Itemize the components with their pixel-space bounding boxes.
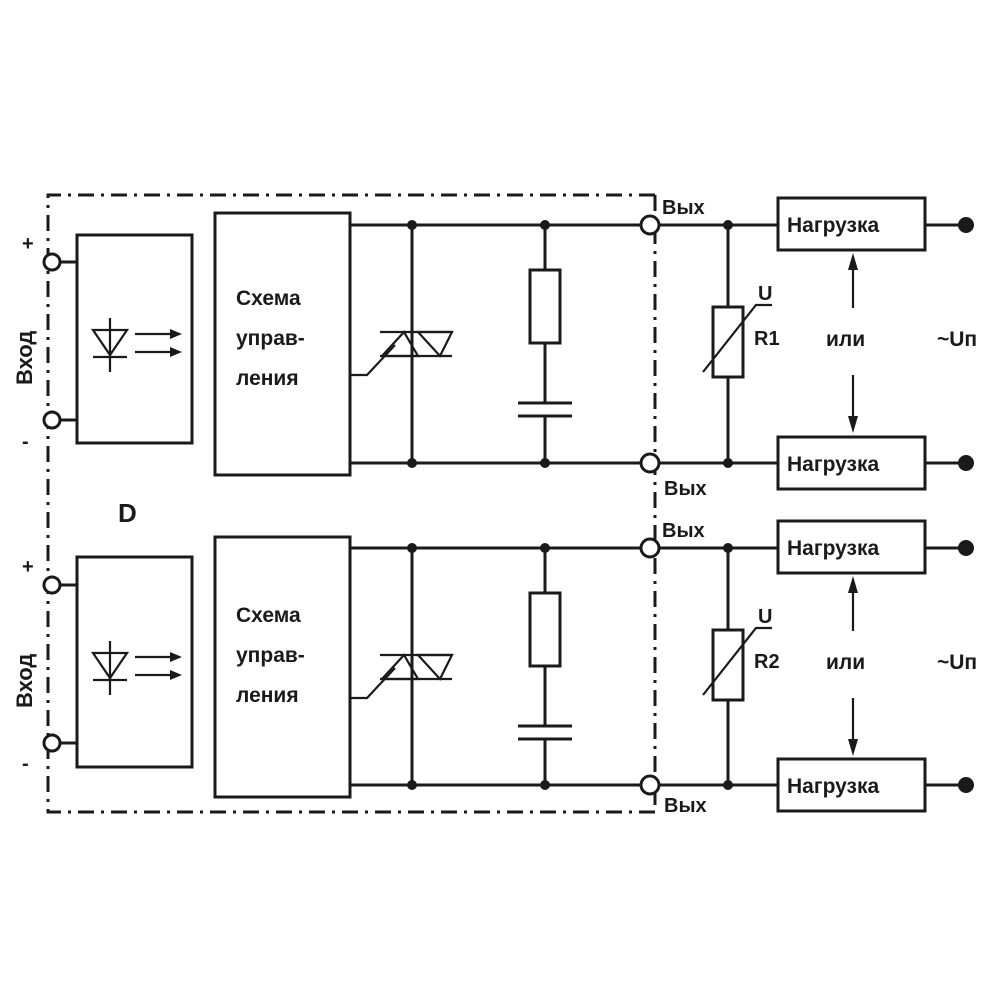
led-icon — [90, 641, 182, 695]
input-plus-terminal — [42, 252, 62, 272]
snubber — [518, 543, 572, 790]
varistor-label: R2 — [754, 651, 780, 673]
output-label-top: Вых — [662, 197, 705, 219]
led-icon — [90, 318, 182, 372]
triac-icon — [350, 543, 454, 790]
input-plus: + — [22, 556, 34, 578]
device-label: D — [118, 498, 137, 528]
varistor-u-label: U — [758, 283, 772, 305]
supply-terminal-bottom — [958, 777, 974, 793]
triac-icon — [350, 220, 454, 468]
input-plus: + — [22, 233, 34, 255]
control-block — [213, 211, 352, 477]
or-label: или — [826, 328, 865, 351]
varistor-label: R1 — [754, 328, 780, 350]
supply-label: ~Uп — [937, 651, 977, 674]
control-block-line-1: Схема — [236, 287, 301, 310]
output-terminal-bottom — [639, 452, 661, 474]
supply-terminal-top — [958, 540, 974, 556]
arrow-up-icon — [848, 253, 858, 308]
output-label-top: Вых — [662, 520, 705, 542]
optocoupler-box — [75, 233, 194, 445]
snubber — [518, 220, 572, 468]
control-block-line-2: управ- — [236, 327, 305, 350]
input-minus-terminal — [42, 733, 62, 753]
control-block-line-3: ления — [236, 367, 299, 390]
control-block — [213, 535, 352, 799]
output-terminal-top — [639, 537, 661, 559]
load-label-top: Нагрузка — [787, 537, 879, 560]
input-label: Вход — [12, 331, 37, 385]
load-label-bottom: Нагрузка — [787, 453, 879, 476]
load-box-bottom — [776, 435, 927, 491]
or-label: или — [826, 651, 865, 674]
load-label-bottom: Нагрузка — [787, 775, 879, 798]
input-plus-terminal — [42, 575, 62, 595]
arrow-down-icon — [848, 698, 858, 756]
input-minus-terminal — [42, 410, 62, 430]
load-label-top: Нагрузка — [787, 214, 879, 237]
input-minus: - — [22, 753, 29, 775]
output-label-bottom: Вых — [664, 795, 707, 817]
output-terminal-top — [639, 214, 661, 236]
varistor-u-label: U — [758, 606, 772, 628]
snubber-resistor — [528, 268, 562, 345]
supply-terminal-bottom — [958, 455, 974, 471]
supply-terminal-top — [958, 217, 974, 233]
arrow-down-icon — [848, 375, 858, 433]
optocoupler-box — [75, 555, 194, 769]
arrow-up-icon — [848, 576, 858, 631]
varistor — [702, 543, 772, 790]
device-enclosure — [46, 193, 655, 814]
control-block-line-2: управ- — [236, 644, 305, 667]
varistor — [702, 220, 772, 468]
channel-1: Вход + - Схема управ- ления — [12, 196, 977, 500]
control-block-line-1: Схема — [236, 604, 301, 627]
input-minus: - — [22, 431, 29, 453]
channel-2: Вход + - Схема управ- ления — [12, 519, 977, 817]
supply-label: ~Uп — [937, 328, 977, 351]
input-label: Вход — [12, 654, 37, 708]
control-block-line-3: ления — [236, 684, 299, 707]
snubber-resistor — [528, 591, 562, 668]
output-label-bottom: Вых — [664, 478, 707, 500]
output-terminal-bottom — [639, 774, 661, 796]
